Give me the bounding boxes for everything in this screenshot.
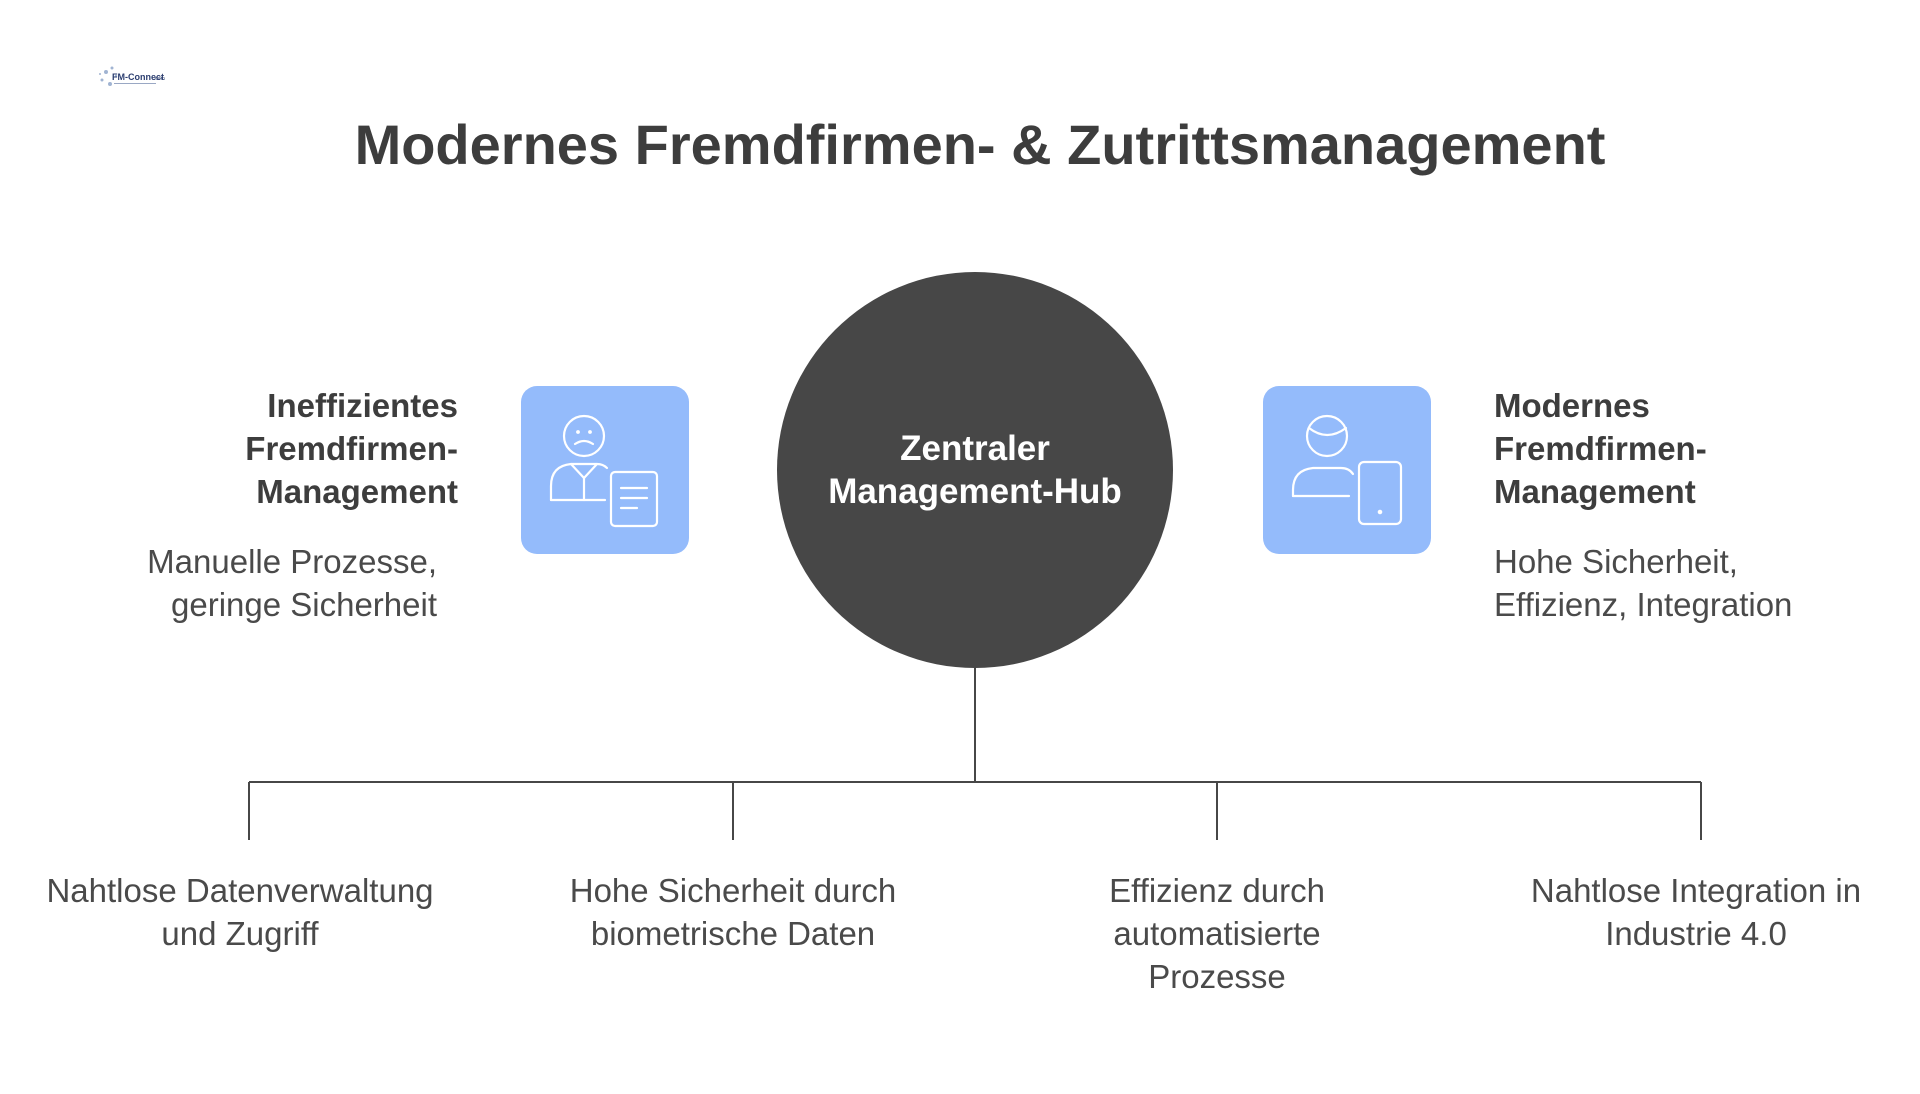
right-title: Modernes Fremdfirmen-Management bbox=[1494, 387, 1707, 510]
branch-label-2: Hohe Sicherheit durch biometrische Daten bbox=[569, 872, 897, 952]
left-description: Manuelle Prozesse, geringe Sicherheit bbox=[147, 543, 437, 623]
person-with-tablet-icon bbox=[1291, 414, 1403, 526]
branch-label-1: Nahtlose Datenverwaltung und Zugriff bbox=[46, 872, 434, 952]
central-hub-circle: Zentraler Management-Hub bbox=[777, 272, 1173, 668]
frustrated-person-with-document-icon bbox=[549, 414, 659, 528]
branch-label-4: Nahtlose Integration in Industrie 4.0 bbox=[1530, 872, 1862, 952]
svg-text:.com: .com bbox=[154, 76, 165, 82]
right-description: Hohe Sicherheit, Effizienz, Integration bbox=[1494, 543, 1793, 623]
fm-connect-logo: FM-Connect .com bbox=[96, 62, 168, 94]
hub-label: Zentraler Management-Hub bbox=[828, 429, 1122, 511]
page-title: Modernes Fremdfirmen- & Zutrittsmanageme… bbox=[354, 113, 1606, 176]
right-icon-box bbox=[1263, 386, 1431, 554]
left-icon-box bbox=[521, 386, 689, 554]
svg-text:FM-Connect: FM-Connect bbox=[112, 72, 164, 82]
branch-label-3: Effizienz durch automatisierte Prozesse bbox=[1109, 872, 1325, 995]
left-title: Ineffizientes Fremdfirmen-Management bbox=[245, 387, 458, 510]
